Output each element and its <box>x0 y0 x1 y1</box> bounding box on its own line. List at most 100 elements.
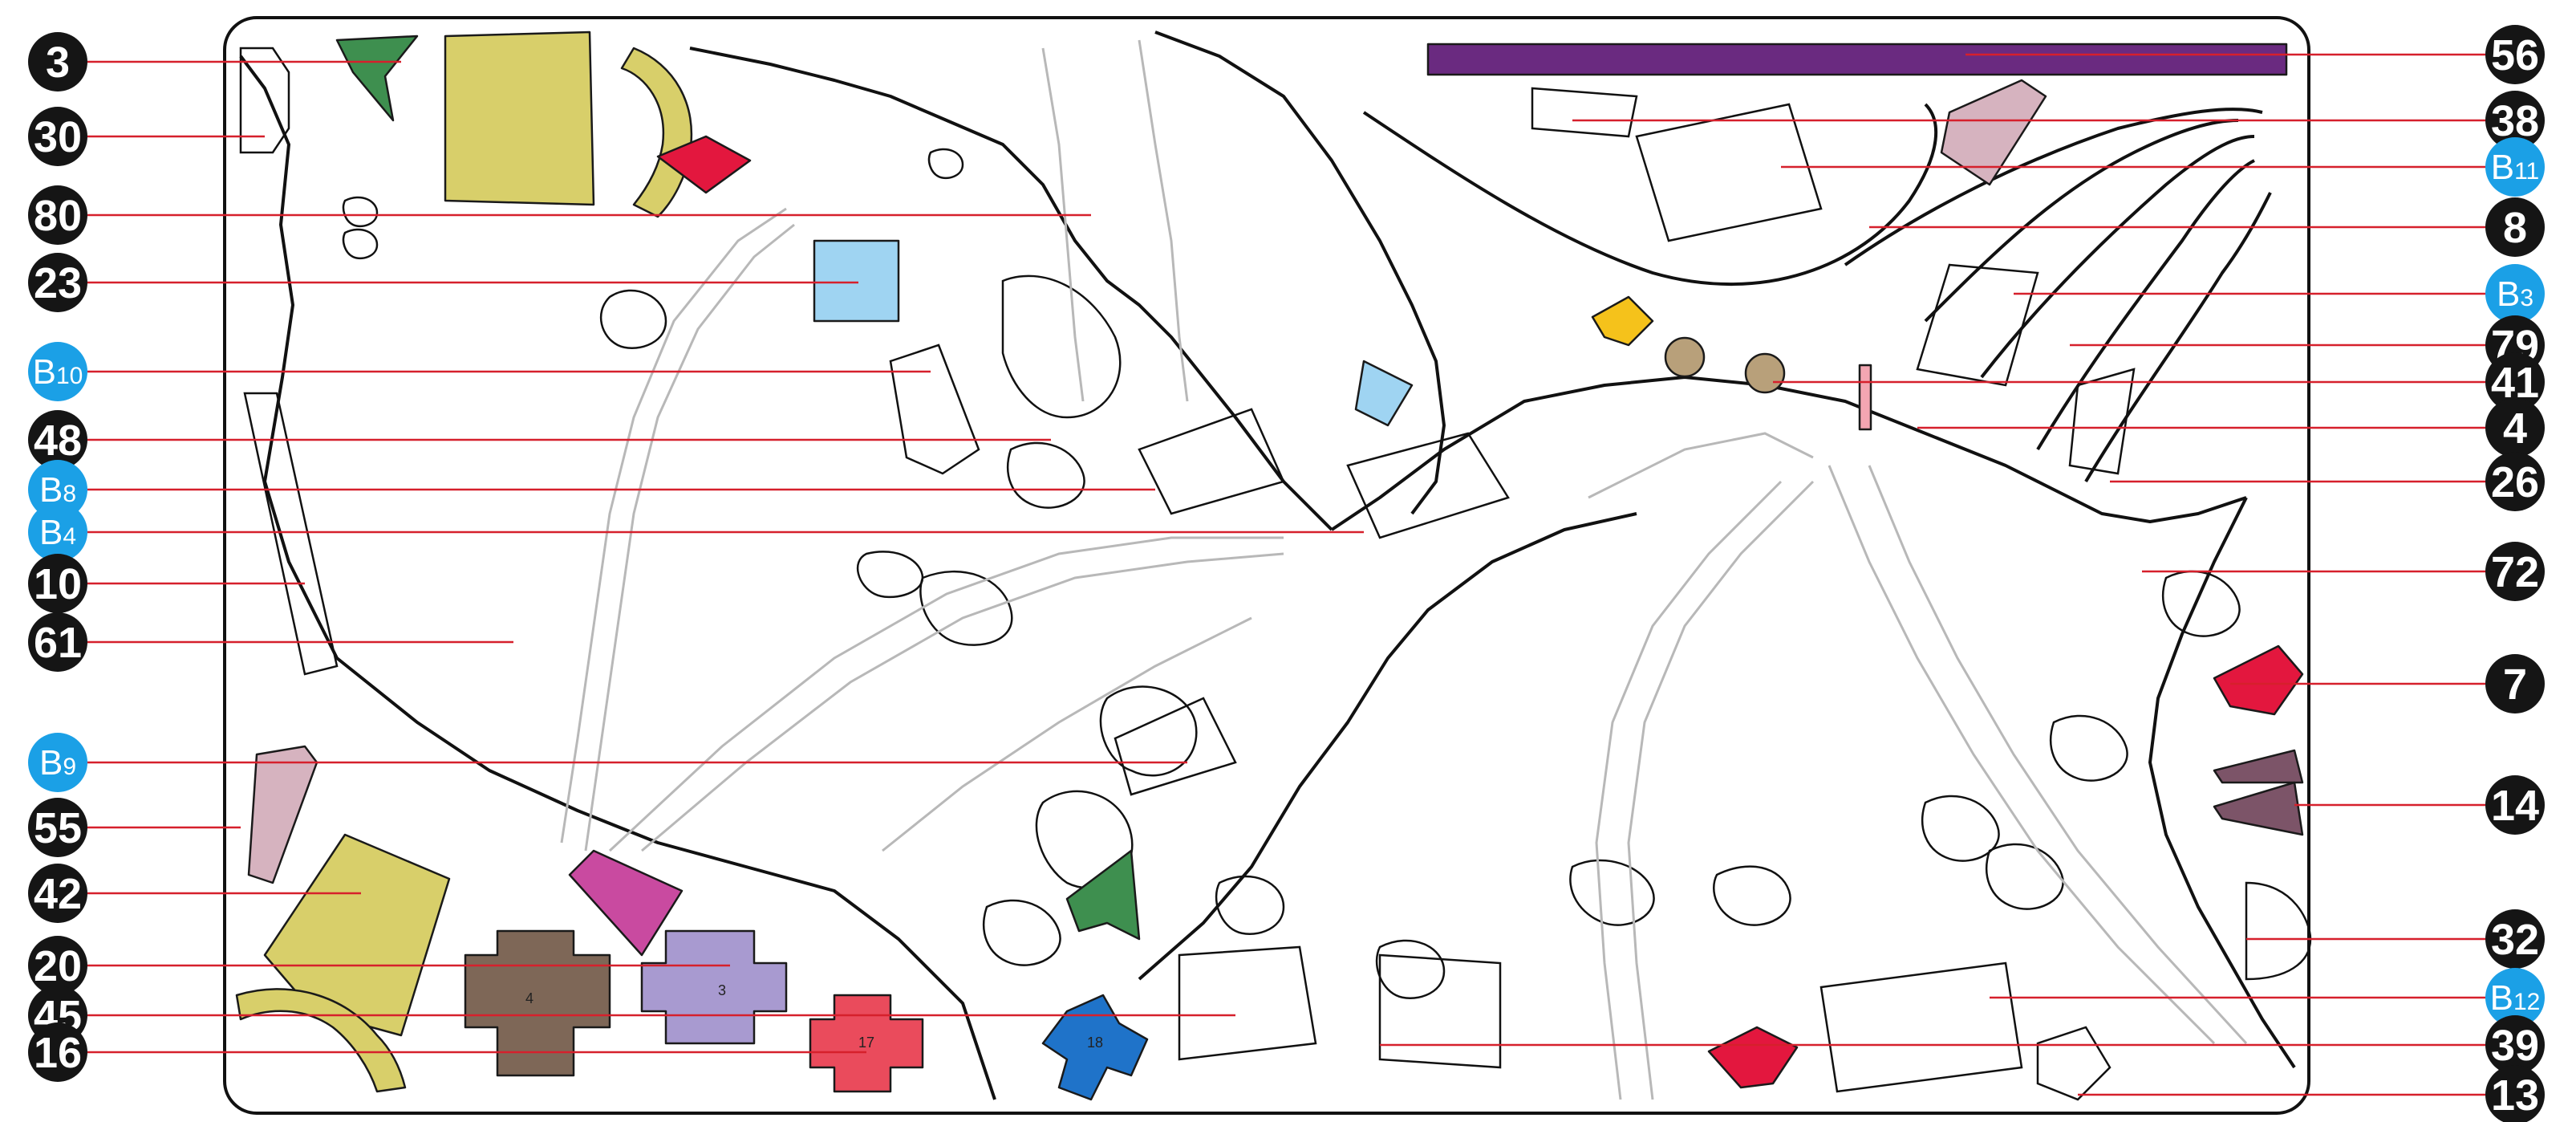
sheet-border <box>223 16 2310 1115</box>
callout-label: 61 <box>34 619 82 667</box>
number-badge <box>2485 452 2545 511</box>
section-badge <box>28 342 87 401</box>
piece-number-17: 17 <box>858 1035 874 1051</box>
callout-23: 23 <box>28 253 87 312</box>
callout-label: 13 <box>2491 1071 2539 1120</box>
part-45-khaki-curve <box>235 988 407 1093</box>
callout-10: 10 <box>28 554 87 613</box>
callout-48: 48 <box>28 410 87 470</box>
section-badge <box>2485 137 2545 197</box>
callout-label: 48 <box>34 417 82 465</box>
part-red-diamond-top <box>656 135 752 194</box>
callout-label: 7 <box>2503 661 2527 709</box>
part-14-fin-a <box>2213 749 2304 784</box>
section-badge <box>2485 968 2545 1027</box>
callout-42: 42 <box>28 864 87 923</box>
part-3-green-dart <box>335 35 419 122</box>
callout-label: 80 <box>34 192 82 240</box>
leader-lines <box>87 53 2485 1096</box>
callout-39: 39 <box>2485 1015 2545 1075</box>
number-badge <box>28 185 87 245</box>
number-badge <box>28 32 87 91</box>
number-badge <box>2485 352 2545 412</box>
callout-b3: B3 <box>2485 264 2545 323</box>
callout-b11: B11 <box>2485 137 2545 197</box>
part-pink-red-cross <box>809 994 924 1093</box>
part-4-pink-stick <box>1858 364 1872 431</box>
piece-number-3: 3 <box>718 982 726 998</box>
part-41-tan-circle-b <box>1744 352 1786 394</box>
part-30-tab-piece <box>239 47 290 154</box>
callout-32: 32 <box>2485 909 2545 969</box>
number-badge <box>2485 909 2545 969</box>
section-badge <box>28 460 87 519</box>
callout-3: 3 <box>28 32 87 91</box>
callout-label: 8 <box>2503 204 2527 252</box>
number-badge <box>2485 25 2545 84</box>
part-lavender-cross <box>640 929 788 1045</box>
callout-label: 16 <box>34 1029 82 1077</box>
callout-80: 80 <box>28 185 87 245</box>
callout-7: 7 <box>2485 654 2545 713</box>
piece-number-4: 4 <box>525 990 533 1006</box>
callout-label: 55 <box>34 804 82 852</box>
part-7-red-arrow <box>2213 644 2304 716</box>
callout-label: 14 <box>2491 782 2539 830</box>
part-23-light-blue-square <box>813 239 900 323</box>
part-khaki-curve <box>620 47 693 218</box>
callout-label: 23 <box>34 259 82 307</box>
callout-label: 56 <box>2491 31 2539 79</box>
callout-14: 14 <box>2485 775 2545 835</box>
part-41-tan-circle-a <box>1664 336 1706 378</box>
part-khaki-panel <box>444 30 595 206</box>
callout-26: 26 <box>2485 452 2545 511</box>
callout-30: 30 <box>28 107 87 166</box>
number-badge <box>28 864 87 923</box>
callout-label: 30 <box>34 113 82 161</box>
number-badge <box>2485 775 2545 835</box>
callout-label: 26 <box>2491 458 2539 506</box>
section-badge <box>2485 264 2545 323</box>
number-badge <box>28 253 87 312</box>
callout-label: B3 <box>2497 274 2533 314</box>
number-badge <box>28 1022 87 1082</box>
number-badge <box>2485 197 2545 257</box>
callout-55: 55 <box>28 798 87 857</box>
number-badge <box>28 936 87 995</box>
outline-parts <box>239 30 2296 1100</box>
number-badge <box>28 554 87 613</box>
number-badge <box>2485 1065 2545 1122</box>
callout-label: 3 <box>46 39 70 87</box>
callout-72: 72 <box>2485 542 2545 601</box>
part-light-blue-triangle <box>1354 360 1414 427</box>
callout-61: 61 <box>28 612 87 672</box>
fold-boxes <box>243 87 2136 1101</box>
callout-label: 39 <box>2491 1022 2539 1070</box>
part-32-half-circle <box>2245 881 2312 981</box>
callout-b4: B4 <box>28 502 87 562</box>
number-badge <box>2485 542 2545 601</box>
part-55-mauve <box>247 745 318 884</box>
number-badge <box>2485 654 2545 713</box>
colored-parts <box>235 30 2312 1101</box>
callout-label: 10 <box>34 560 82 608</box>
callout-b8: B8 <box>28 460 87 519</box>
callout-label: 42 <box>34 870 82 918</box>
callout-20: 20 <box>28 936 87 995</box>
callout-label: 72 <box>2491 548 2539 596</box>
number-badge <box>2485 1015 2545 1075</box>
piece-number-18: 18 <box>1087 1035 1103 1051</box>
number-badge <box>28 107 87 166</box>
callout-13: 13 <box>2485 1065 2545 1122</box>
part-blue-cross <box>1041 994 1149 1101</box>
callout-56: 56 <box>2485 25 2545 84</box>
part-magenta-piece <box>568 849 684 957</box>
callout-label: 20 <box>34 942 82 990</box>
part-mauve-upper <box>1940 79 2047 186</box>
piece-number-labels: 4 3 17 18 <box>525 982 1103 1051</box>
part-yellow-arrow <box>1591 295 1654 347</box>
number-badge <box>28 410 87 470</box>
part-brown-cross <box>464 929 611 1077</box>
